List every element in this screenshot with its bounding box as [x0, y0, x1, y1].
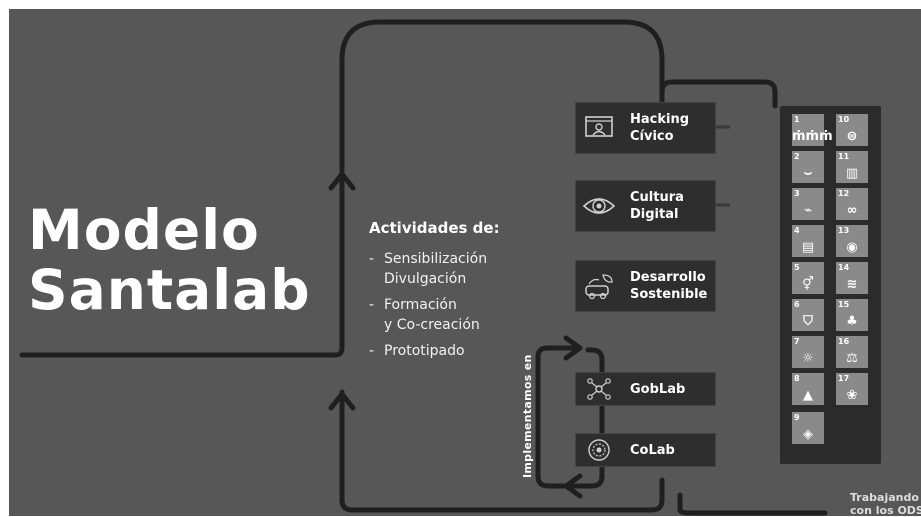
diagram-background	[9, 9, 921, 516]
left-arrow-inner	[563, 473, 583, 499]
ods-tile: 7☼	[792, 336, 824, 368]
lab-label-line: Cívico	[630, 129, 674, 144]
ods-tile: 16⚖	[836, 336, 868, 368]
lab-box-goblab: GobLab	[575, 372, 716, 406]
lab-box-colab: CoLab	[575, 433, 716, 467]
ods-goal-icon: ⚖	[846, 351, 858, 366]
lab-box-cultura-digital: Cultura Digital	[575, 180, 716, 232]
ods-tile: 17❀	[836, 373, 868, 405]
ods-tile: 11▥	[836, 151, 868, 183]
ods-footer-label: Trabajando con los ODS	[850, 491, 921, 517]
ods-return-line	[677, 492, 828, 516]
ods-goal-icon: ∞	[846, 203, 858, 218]
outer-ods-loop	[659, 79, 778, 123]
ods-tile: 5⚥	[792, 262, 824, 294]
activity-line: Sensibilización	[384, 251, 488, 267]
ods-tile: 12∞	[836, 188, 868, 220]
up-arrow-bottom	[328, 391, 356, 411]
network-icon	[576, 373, 622, 405]
ods-tile: 10⊜	[836, 114, 868, 146]
lab-label-line: CoLab	[630, 442, 675, 458]
lab-box-hacking-civico: Hacking Cívico	[575, 102, 716, 154]
activity-line: Prototipado	[384, 343, 465, 359]
activity-item: - Prototipado	[369, 341, 500, 361]
activities-heading: Actividades de:	[369, 219, 500, 237]
lab-label-line: Desarrollo	[630, 270, 706, 285]
lab-label-line: Hacking	[630, 112, 690, 127]
ods-goal-icon: ⌣	[803, 166, 813, 181]
ods-goal-icon: ♣	[846, 314, 858, 329]
ods-goal-icon: ◈	[803, 427, 813, 442]
ods-goal-icon: ⛉	[803, 314, 813, 329]
lab-label-line: Digital	[630, 207, 679, 222]
ods-tile: 14≋	[836, 262, 868, 294]
ods-goal-icon: ▥	[845, 166, 859, 181]
title-line-2: Santalab	[28, 258, 311, 322]
eye-icon	[576, 181, 622, 231]
up-arrow-top	[328, 171, 356, 191]
ods-goal-icon: ⊜	[846, 129, 858, 144]
ods-tile: 3⌁	[792, 188, 824, 220]
ods-goal-icon: ❀	[846, 388, 858, 403]
ods-tile: 4▤	[792, 225, 824, 257]
right-arrow-inner	[563, 335, 583, 361]
ods-goal-icon: ⚥	[802, 277, 814, 292]
ods-tile: 6⛉	[792, 299, 824, 331]
activity-line: y Co-creación	[384, 317, 480, 333]
monitor-user-icon	[576, 103, 622, 153]
activity-item: - Formación y Co-creación	[369, 295, 500, 335]
ods-tile: 8▲	[792, 373, 824, 405]
ods-tile: 15♣	[836, 299, 868, 331]
ods-goal-icon: ☼	[802, 351, 814, 366]
lab-box-desarrollo-sostenible: Desarrollo Sostenible	[575, 260, 716, 312]
ods-tile: 2⌣	[792, 151, 824, 183]
ods-footer-line: Trabajando	[850, 491, 919, 504]
title-line-1: Modelo	[28, 198, 260, 262]
eco-car-icon	[576, 261, 622, 311]
main-flow-line	[19, 19, 665, 358]
implementamos-label: Implementamos en	[521, 354, 534, 478]
ods-goal-icon: ▤	[801, 240, 815, 255]
return-flow-line	[339, 389, 665, 513]
ods-goal-icon: ṁṁṁ	[792, 129, 833, 144]
lab-label-line: Sostenible	[630, 287, 708, 302]
activity-line: Divulgación	[384, 271, 467, 287]
lab-label-line: Cultura	[630, 190, 684, 205]
page-title: Modelo Santalab	[28, 200, 311, 320]
ods-goal-icon: ≋	[846, 277, 858, 292]
ods-goal-icon: ⌁	[804, 203, 812, 218]
activity-line: Formación	[384, 297, 457, 313]
circle-target-icon	[576, 434, 622, 466]
activities-block: Actividades de: - Sensibilización Divulg…	[369, 219, 500, 367]
activity-item: - Sensibilización Divulgación	[369, 249, 500, 289]
ods-goal-icon: ◉	[846, 240, 858, 255]
ods-tile: 9◈	[792, 412, 824, 444]
ods-footer-line: con los ODS	[850, 504, 921, 517]
ods-goal-icon: ▲	[803, 388, 813, 403]
ods-tile: 13◉	[836, 225, 868, 257]
lab-label-line: GobLab	[630, 381, 686, 397]
